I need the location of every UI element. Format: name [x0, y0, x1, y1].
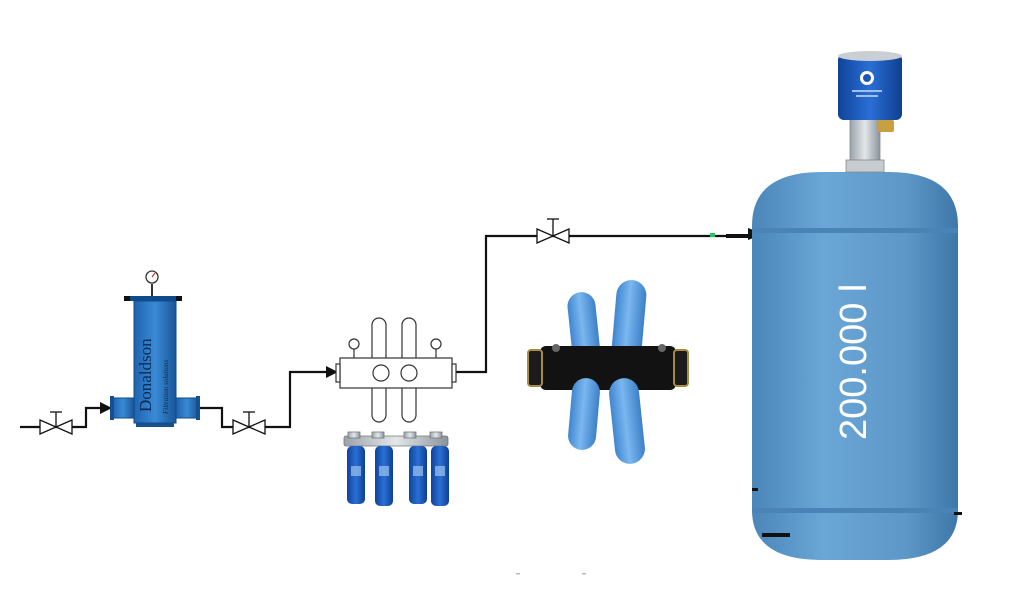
- filter-element: [568, 378, 600, 450]
- housing-filter: Donaldson Filtration solutions: [110, 270, 200, 427]
- tank-capacity-label: 200.000 l: [833, 284, 875, 440]
- gate-valve-icon[interactable]: [232, 411, 266, 435]
- housing-filter-body: [133, 300, 177, 424]
- pressure-gauge-icon: [145, 270, 159, 284]
- flow-arrow-icon: [326, 366, 338, 378]
- tank-inlet-nozzle: [710, 233, 715, 237]
- filter-cartridge-bank: [343, 431, 449, 506]
- tank-body: [752, 172, 958, 560]
- cartridge-manifold-assembly: [527, 280, 689, 464]
- filter-element: [611, 280, 647, 364]
- tank-inlet-stub: [726, 234, 748, 238]
- offline-filter-manifold: [339, 357, 453, 389]
- tank-band-bottom: [752, 508, 958, 513]
- filter-element: [609, 378, 645, 464]
- tank-band-top: [752, 228, 958, 233]
- manifold-body: [540, 346, 676, 390]
- gate-valve-icon[interactable]: [536, 218, 570, 244]
- flow-arrow-icon: [100, 402, 112, 414]
- gate-valve-icon[interactable]: [39, 411, 73, 435]
- pressure-gauge-icon: [348, 338, 360, 350]
- offline-filter-schematic: [335, 317, 457, 423]
- pressure-gauge-icon: [430, 338, 442, 350]
- housing-filter-tagline: Filtration solutions: [162, 359, 170, 415]
- pipe-housing-to-offline-filter: [195, 370, 336, 429]
- housing-filter-brand: Donaldson: [136, 338, 155, 412]
- desiccant-breather: [838, 51, 902, 173]
- breather-body: [838, 54, 902, 120]
- tank-drain-stub: [762, 533, 790, 537]
- pipe-to-tank: [452, 234, 750, 374]
- storage-tank: 200.000 l: [752, 172, 962, 560]
